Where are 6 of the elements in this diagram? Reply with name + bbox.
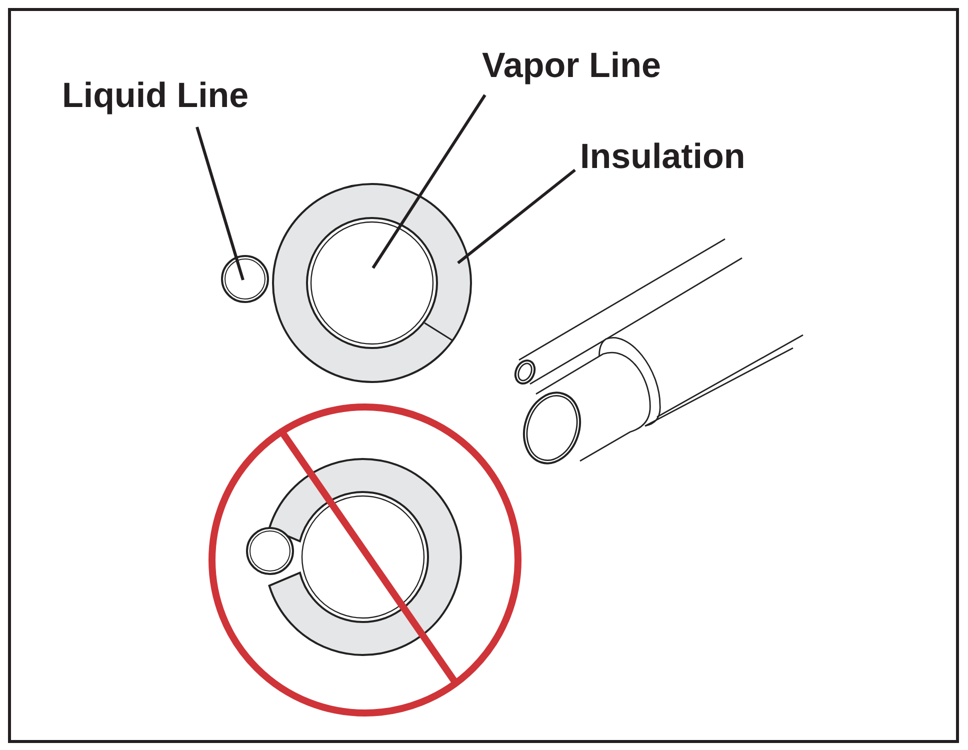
callout-label: Vapor Line xyxy=(482,45,662,87)
leader-line xyxy=(372,94,486,269)
callout-label: Liquid Line xyxy=(62,75,250,117)
leader-line xyxy=(196,126,244,280)
callout-label: Insulation xyxy=(580,136,746,178)
leader-line xyxy=(457,168,576,264)
